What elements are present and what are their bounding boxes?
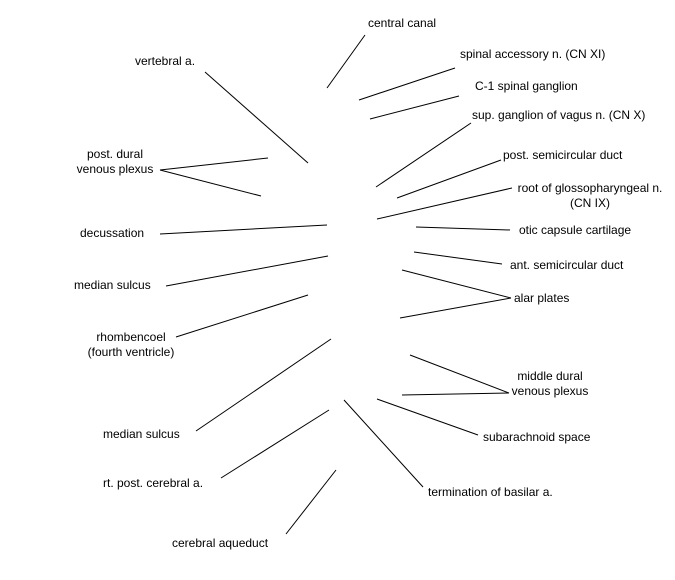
label-middle-dural-line-1: middle dural	[517, 369, 583, 383]
leader-middle-dural-b	[401, 392, 510, 396]
label-alar-plates: alar plates	[514, 291, 570, 305]
leader-sup-ganglion-vagus	[375, 122, 472, 188]
label-spinal-accessory: spinal accessory n. (CN XI)	[460, 47, 606, 61]
leader-alar-plates-a	[401, 269, 512, 299]
label-ant-semicircular: ant. semicircular duct	[510, 258, 624, 272]
label-termination-basilar: termination of basilar a.	[428, 485, 553, 499]
label-decussation: decussation	[80, 226, 145, 240]
leader-decussation	[159, 224, 328, 235]
label-central-canal: central canal	[368, 16, 437, 30]
leader-termination-basilar	[343, 399, 424, 488]
label-post-semicircular: post. semicircular duct	[503, 148, 623, 162]
label-post-dural-line-1: post. dural	[86, 147, 144, 161]
leader-central-canal	[326, 34, 366, 89]
label-post-dural-venous-plexus: post. dural venous plexus	[66, 147, 164, 177]
leader-vertebral-a	[204, 71, 309, 164]
label-c1-ganglion: C-1 spinal ganglion	[475, 79, 578, 93]
label-middle-dural-venous-plexus: middle dural venous plexus	[505, 369, 595, 399]
label-root-glosso-line-1: root of glossopharyngeal n.	[517, 181, 663, 195]
leader-cerebral-aqueduct	[285, 469, 337, 535]
leader-post-dural-b	[159, 169, 262, 197]
leader-median-sulcus-upper	[165, 255, 329, 287]
leader-post-semicircular	[396, 159, 502, 199]
leader-rt-post-cerebral	[220, 409, 330, 479]
leader-post-dural-a	[159, 157, 269, 171]
label-subarachnoid: subarachnoid space	[483, 430, 591, 444]
leader-median-sulcus-lower	[195, 338, 332, 432]
leader-rhombencoel	[175, 294, 309, 338]
leader-middle-dural-a	[409, 354, 510, 394]
label-middle-dural-line-2: venous plexus	[511, 384, 589, 398]
label-otic-capsule: otic capsule cartilage	[519, 223, 632, 237]
leader-ant-semicircular	[413, 251, 503, 265]
label-rhombencoel: rhombencoel (fourth ventricle)	[78, 330, 184, 360]
label-rhombencoel-line-1: rhombencoel	[96, 330, 166, 344]
label-median-sulcus-upper: median sulcus	[74, 278, 151, 292]
label-sup-ganglion-vagus: sup. ganglion of vagus n. (CN X)	[472, 108, 646, 122]
label-root-glossopharyngeal: root of glossopharyngeal n. (CN IX)	[510, 181, 670, 211]
label-rt-post-cerebral: rt. post. cerebral a.	[103, 476, 204, 490]
label-vertebral-a: vertebral a.	[135, 54, 196, 68]
leader-root-glosso	[376, 187, 513, 220]
label-post-dural-line-2: venous plexus	[76, 162, 154, 176]
label-median-sulcus-lower: median sulcus	[103, 427, 180, 441]
leader-alar-plates-b	[399, 297, 512, 319]
leader-spinal-accessory	[358, 67, 456, 101]
leader-subarachnoid	[376, 398, 479, 436]
leader-otic-capsule	[415, 226, 511, 231]
label-rhombencoel-line-2: (fourth ventricle)	[87, 345, 175, 359]
leader-c1-ganglion	[369, 95, 460, 120]
label-cerebral-aqueduct: cerebral aqueduct	[172, 536, 269, 550]
label-root-glosso-line-2: (CN IX)	[570, 196, 610, 210]
